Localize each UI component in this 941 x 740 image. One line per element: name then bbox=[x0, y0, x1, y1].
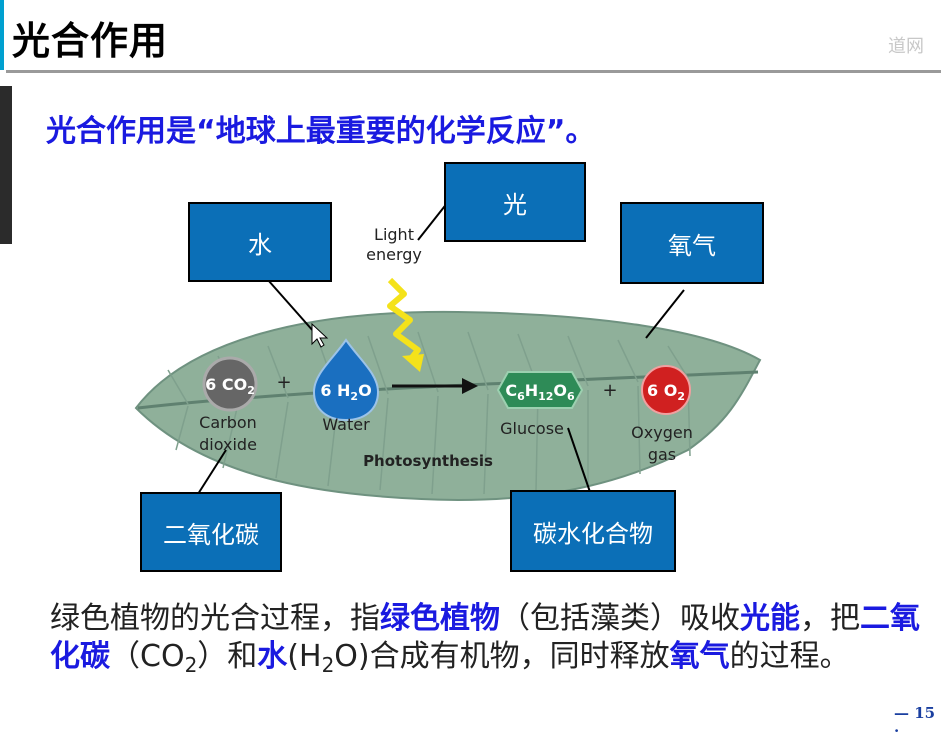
diagram-svg: 6 CO2 + 6 H2O C6H12O6 + 6 O2 Carbon diox… bbox=[134, 201, 762, 502]
paragraph-text: （包括藻类）吸收 bbox=[500, 601, 740, 636]
paragraph-text: ）和 bbox=[197, 639, 258, 674]
water-formula: 6 H2O bbox=[320, 381, 371, 403]
paragraph-text: 绿色植物的光合过程，指 bbox=[50, 601, 380, 636]
page-number: — 15 · bbox=[894, 704, 936, 740]
paragraph-text: 的过程。 bbox=[729, 639, 850, 674]
connector-carbohydrate bbox=[567, 427, 591, 493]
light-ray-icon bbox=[387, 277, 421, 362]
oxygen-molecule-icon bbox=[641, 365, 691, 415]
watermark: 道网 bbox=[888, 36, 924, 57]
oxygen-name: gas bbox=[648, 445, 676, 464]
leaf-shape bbox=[134, 310, 762, 502]
water-drop-icon bbox=[312, 338, 380, 422]
label-oxygen: 氧气 bbox=[620, 202, 764, 284]
label-carbohydrate: 碳水化合物 bbox=[510, 490, 676, 572]
light-energy-label: Light bbox=[374, 225, 414, 244]
connector-water bbox=[267, 279, 315, 333]
mouse-cursor-icon bbox=[311, 322, 329, 348]
subscript: 2 bbox=[184, 653, 198, 677]
side-panel bbox=[0, 86, 12, 244]
highlight-co2: 二氧化碳 bbox=[50, 601, 920, 674]
reaction-arrowhead bbox=[462, 378, 478, 394]
subscript: 2 bbox=[321, 653, 335, 677]
explanation-paragraph: 绿色植物的光合过程，指绿色植物（包括藻类）吸收光能，把二氧化碳（CO2）和水(H… bbox=[50, 600, 920, 684]
highlight-water: 水 bbox=[257, 639, 288, 674]
light-ray-arrowhead bbox=[402, 354, 424, 372]
connector-light bbox=[417, 201, 449, 241]
co2-name: Carbon bbox=[199, 413, 257, 432]
paragraph-text: ，把 bbox=[800, 601, 860, 636]
co2-name: dioxide bbox=[199, 435, 257, 454]
light-energy-label: energy bbox=[366, 245, 422, 264]
paragraph-text: （CO bbox=[110, 639, 185, 674]
photosynthesis-diagram: 6 CO2 + 6 H2O C6H12O6 + 6 O2 Carbon diox… bbox=[128, 160, 768, 580]
paragraph-text: (H bbox=[287, 639, 322, 674]
title-divider bbox=[6, 70, 941, 73]
glucose-molecule-icon bbox=[496, 371, 584, 409]
plus-sign: + bbox=[602, 380, 617, 401]
paragraph-text: O)合成有机物，同时释放 bbox=[334, 639, 670, 674]
water-name: Water bbox=[322, 415, 370, 434]
highlight-green-plants: 绿色植物 bbox=[380, 601, 500, 636]
oxygen-name: Oxygen bbox=[631, 423, 693, 442]
co2-molecule-icon bbox=[202, 356, 258, 412]
plus-sign: + bbox=[276, 372, 291, 393]
glucose-name: Glucose bbox=[500, 419, 564, 438]
co2-formula: 6 CO2 bbox=[205, 375, 255, 397]
highlight-oxygen: 氧气 bbox=[669, 639, 730, 674]
accent-bar bbox=[0, 0, 4, 70]
connector-co2 bbox=[197, 449, 227, 495]
label-light: 光 bbox=[444, 162, 586, 242]
slide-subtitle: 光合作用是“地球上最重要的化学反应”。 bbox=[46, 114, 596, 149]
oxygen-formula: 6 O2 bbox=[647, 381, 685, 403]
slide-title: 光合作用 bbox=[12, 19, 169, 63]
label-water: 水 bbox=[188, 202, 332, 282]
connector-oxygen bbox=[645, 289, 685, 339]
label-co2: 二氧化碳 bbox=[140, 492, 282, 572]
process-label: Photosynthesis bbox=[363, 452, 493, 470]
highlight-light-energy: 光能 bbox=[740, 601, 800, 636]
glucose-formula: C6H12O6 bbox=[505, 381, 575, 403]
leaf-vein bbox=[137, 370, 759, 410]
